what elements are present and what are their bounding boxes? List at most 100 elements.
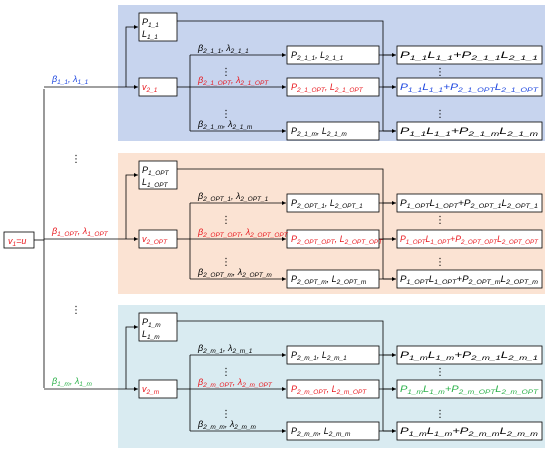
result-box-1-1 xyxy=(396,77,543,97)
branch-label-3-part: 1_m xyxy=(79,381,92,388)
result-ellipsis-top-3: ⋮ xyxy=(435,367,445,378)
result-label-3-0-part: 2_m_1 xyxy=(507,355,539,362)
result-label-1-0-part: +P xyxy=(453,50,471,60)
p1-edge-1 xyxy=(125,25,138,87)
result-label-3-0-part: P xyxy=(400,350,409,360)
mid-label-2-1-part: 2_OPT_OPT xyxy=(202,232,242,239)
result-label-3-1-part: 1_m xyxy=(429,389,445,396)
result-label-2-0-part: 2_OPT_1 xyxy=(469,203,501,210)
p2-label-2-1-part: , L xyxy=(335,234,345,244)
mid-label-1-0: β2_1_1, λ2_1_1 xyxy=(197,43,249,55)
result-label-1-2-part: 2_1_m xyxy=(467,131,500,138)
p1-label-bottom-1: L1_1 xyxy=(142,29,158,41)
result-label-2-1-part: +P xyxy=(450,234,461,244)
result-label-2-0-part: 1_OPT xyxy=(435,203,459,210)
panel-1 xyxy=(118,5,545,141)
p1-label-top-1-part: P xyxy=(142,17,148,27)
p2-label-1-2-part: P xyxy=(291,126,297,136)
mid-label-1-2: β2_1_m, λ2_1_m xyxy=(197,119,253,131)
p2-box-2-2 xyxy=(286,269,380,289)
result-box-2-0 xyxy=(396,193,543,213)
p2-label-3-2: P2_m_m, L2_m_m xyxy=(291,426,351,438)
result-label-3-2-part: L xyxy=(500,426,507,436)
result-label-2-2-part: +P xyxy=(456,274,468,284)
branch-label-2-part: 1_OPT xyxy=(57,231,79,238)
p2-label-1-0-part: , L xyxy=(315,50,325,60)
mid-label-1-2-part: 2_1_m xyxy=(202,124,223,131)
result-box-3-1 xyxy=(396,379,543,399)
p2-label-3-0-part: P xyxy=(291,350,297,360)
p1-edge-2 xyxy=(125,173,138,239)
p2-label-1-0-part: P xyxy=(291,50,297,60)
p2-label-1-2-part: 2_1_m xyxy=(296,131,317,138)
v2-box-2 xyxy=(138,229,178,249)
result-label-1-1-part: 2_1_OPT xyxy=(500,87,539,94)
result-label-3-0-part: 1_m xyxy=(409,355,429,362)
mid-label-3-2-part: 2_m_m xyxy=(202,424,225,431)
mid-label-1-0-part: , λ xyxy=(221,43,230,53)
result-label-2-2-part: 1_OPT xyxy=(434,279,457,286)
result-label-1-2-part: 1_1 xyxy=(409,131,426,138)
branch-label-1: β1_1, λ1_1 xyxy=(51,74,89,86)
p1-label-top-3: P1_m xyxy=(142,317,161,329)
mid-label-1-0-part: 2_1_1 xyxy=(202,48,221,55)
p2-label-2-0-part: 2_OPT_1 xyxy=(296,203,325,210)
mid-label-1-0-part: 2_1_1 xyxy=(230,48,249,55)
result-label-1-0-part: 1_1 xyxy=(435,55,453,62)
result-ellipsis-top-1: ⋮ xyxy=(435,67,445,78)
mid-label-1-1-part: β xyxy=(197,75,203,85)
p2-label-3-1-part: P xyxy=(291,384,297,394)
p2-label-1-0-part: 2_1_1 xyxy=(296,55,315,62)
p2-label-2-2-part: P xyxy=(291,274,297,284)
result-label-2-2-part: L xyxy=(429,274,434,284)
result-label-1-1-part: L xyxy=(495,82,502,92)
p1-bus-edge-3 xyxy=(177,320,384,431)
mid-label-2-0-part: 2_OPT_1 xyxy=(239,196,268,203)
result-box-3-0 xyxy=(396,345,543,365)
branch-label-2-part: 1_OPT xyxy=(87,231,109,238)
p2-label-3-0-part: 2_m_1 xyxy=(296,355,317,362)
root-node-label-part: 1 xyxy=(13,241,17,248)
p1-label-top-2: P1_OPT xyxy=(142,165,170,177)
p2-label-3-1-part: 2_m_OPT xyxy=(296,389,328,396)
result-label-3-0-part: 2_m_1 xyxy=(470,355,502,362)
p1-label-top-3-part: P xyxy=(142,317,148,327)
mid-label-1-1-part: 2_1_OPT xyxy=(239,80,269,87)
result-label-3-0-part: L xyxy=(428,350,435,360)
mid-ellipsis-bottom-2: ⋮ xyxy=(221,257,231,268)
result-label-3-1-part: 2_m_OPT xyxy=(500,389,539,396)
result-label-3-1-part: L xyxy=(495,384,501,394)
p2-label-2-1-part: P xyxy=(291,234,297,244)
result-label-1-1-part: P xyxy=(400,82,408,92)
p1-edge-3 xyxy=(125,325,138,389)
branch-label-1-part: 1_1 xyxy=(57,79,68,86)
result-label-2-0-part: P xyxy=(400,198,407,208)
result-label-1-2-part: L xyxy=(426,126,434,136)
mid-label-3-0-part: 2_m_1 xyxy=(202,348,223,355)
result-label-3-1-part: 2_m_OPT xyxy=(457,389,496,396)
p2-label-3-2-part: 2_m_m xyxy=(328,431,351,438)
p2-label-3-1-part: 2_m_OPT xyxy=(336,389,368,396)
result-label-1-1-part: 1_1 xyxy=(429,87,444,94)
mid-label-1-2-part: , λ xyxy=(223,119,232,129)
p2-label-3-2-part: 2_m_m xyxy=(296,431,319,438)
result-label-2-2-part: 2_OPT_m xyxy=(505,279,539,286)
mid-label-3-0-part: , λ xyxy=(223,343,232,353)
trunk-ellipsis-1: ⋮ xyxy=(71,154,81,165)
mid-label-3-2-part: , λ xyxy=(225,419,234,429)
p2-label-1-2-part: 2_1_m xyxy=(326,131,347,138)
result-label-3-2-part: 1_m xyxy=(409,431,428,438)
root-node-label: v1=u xyxy=(8,236,26,248)
result-label-2-2-part: 2_OPT_m xyxy=(467,279,501,286)
p1-label-bottom-3: L1_m xyxy=(142,329,160,341)
p1-label-top-2-part: P xyxy=(142,165,148,175)
result-label-2-1: P1_OPTL1_OPT+P2_OPT_OPTL2_OPT_OPT xyxy=(400,234,539,246)
mid-label-1-1-part: 2_1_OPT xyxy=(202,80,232,87)
branch-label-3-part: 1_m xyxy=(57,381,70,388)
p2-label-1-0: P2_1_1, L2_1_1 xyxy=(291,50,344,62)
branch-label-3: β1_m, λ1_m xyxy=(51,376,92,388)
mid-label-3-1-part: , λ xyxy=(233,377,242,387)
branch-label-3-part: β xyxy=(51,376,57,386)
result-label-2-1-part: L xyxy=(426,234,431,244)
